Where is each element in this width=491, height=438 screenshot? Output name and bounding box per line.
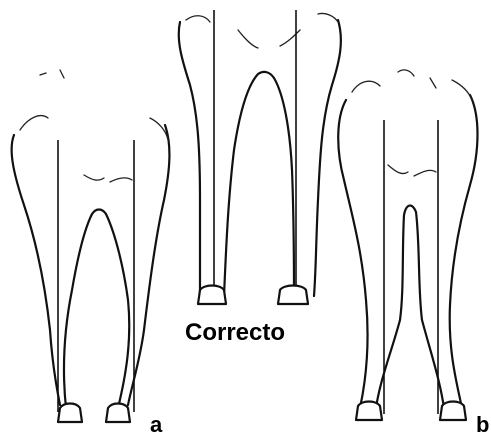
figure-b-hoof-left [356,402,382,421]
figure-a-tail-mark [84,175,132,182]
figure-b-tail-mark [388,165,436,176]
figure-a: a [12,70,170,437]
figure-b-body-outline-left [338,100,367,408]
figure-correcto-hip-sketch [186,13,338,48]
figure-b-inner-legs [376,206,444,408]
figure-correcto: Correcto [179,10,341,346]
figure-a-hip-sketch [20,70,168,140]
figure-a-body-outline [12,135,60,405]
label-correcto: Correcto [185,319,285,346]
figure-b-hoof-right [440,402,466,421]
figure-correcto-hoof-left [198,286,226,305]
figure-b-hip-sketch [352,70,472,100]
figure-correcto-hoof-right [278,286,308,305]
label-a: a [150,412,163,437]
label-b: b [476,412,489,437]
figure-b-body-outline-right [450,95,478,408]
figure-a-inner-legs [64,210,129,409]
figure-correcto-body-outline-right [314,20,341,296]
figure-correcto-body-outline-left [179,22,200,296]
figure-correcto-inner-legs [224,72,294,296]
figure-a-hoof-right [106,404,130,423]
figure-a-hoof-left [58,404,82,423]
figure-b: b [338,70,489,437]
